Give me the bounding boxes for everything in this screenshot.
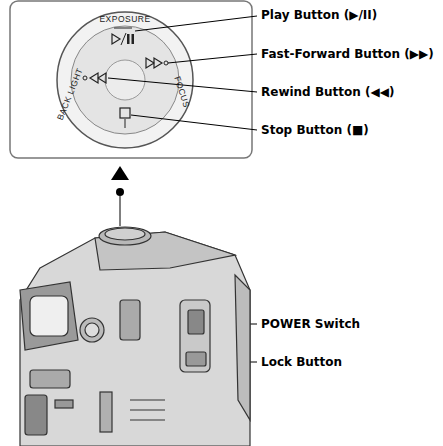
callout-label: Stop Button (■) <box>261 123 369 138</box>
callout-label: Fast-Forward Button (▶▶) <box>261 47 434 62</box>
pointer-arrow <box>111 166 129 226</box>
callout-label: Rewind Button (◀◀) <box>261 85 394 100</box>
callout-label: POWER Switch <box>261 317 360 332</box>
callout-label: Play Button (▶/II) <box>261 8 377 23</box>
dial-marking: EXPOSURE <box>99 14 150 24</box>
inset-frame <box>10 1 252 158</box>
callout-label: Lock Button <box>261 355 342 370</box>
camcorder-body <box>20 227 250 446</box>
